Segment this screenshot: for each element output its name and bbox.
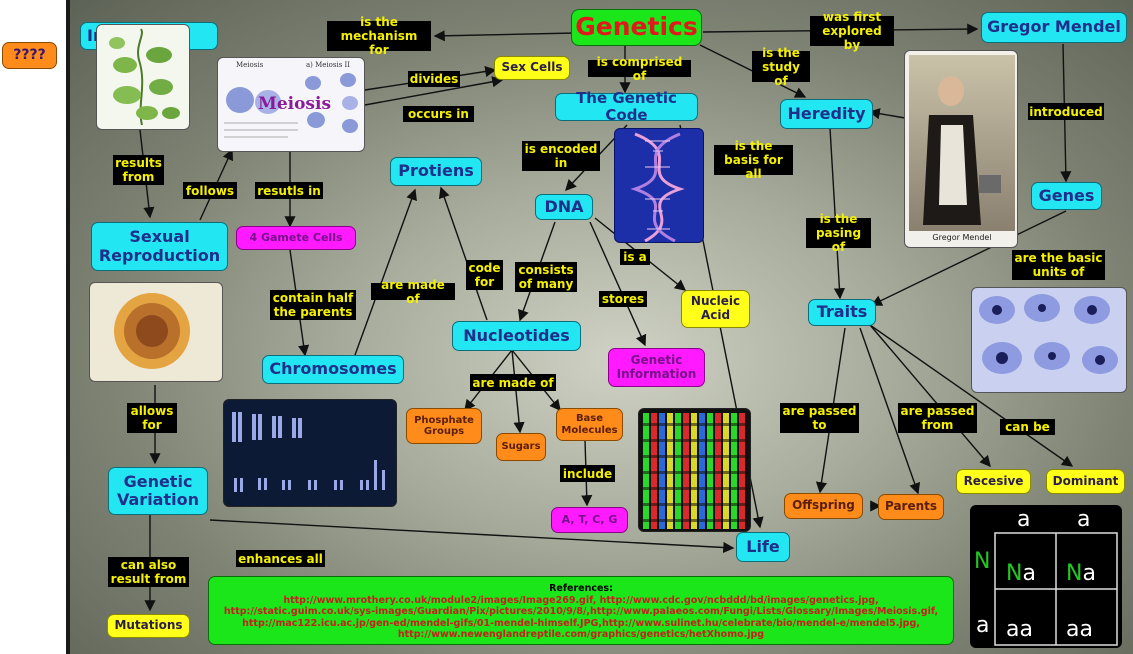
link-basic-units-of: are the basic units of: [1012, 250, 1105, 280]
node-phosphate-groups[interactable]: Phosphate Groups: [406, 408, 482, 444]
dna-sequence-gel-image: [638, 408, 751, 532]
node-traits[interactable]: Traits: [808, 299, 876, 326]
mendel-portrait-image: Gregor Mendel: [904, 50, 1018, 248]
fertilized-cell-image: [89, 282, 223, 382]
karyotype-image: [223, 399, 397, 507]
meiosis-caption-2: a) Meiosis II: [306, 61, 351, 69]
node-atcg[interactable]: A, T, C, G: [551, 507, 628, 533]
node-gamete-cells[interactable]: 4 Gamete Cells: [236, 226, 356, 250]
mendel-caption: Gregor Mendel: [932, 233, 992, 242]
link-results-from: results from: [113, 155, 164, 185]
node-genes[interactable]: Genes: [1031, 182, 1102, 210]
link-pasing-of: is the pasing of: [806, 212, 871, 254]
punnett-cell: aa: [1066, 617, 1093, 642]
punnett-side-allele: N: [974, 549, 991, 574]
punnett-top-allele: a: [1017, 507, 1031, 532]
link-include: include: [560, 465, 615, 482]
reference-line: http://www.mrothery.co.uk/module2/images…: [283, 594, 879, 606]
link-divides: divides: [408, 71, 460, 87]
node-life[interactable]: Life: [736, 532, 790, 562]
link-occurs-in: occurs in: [403, 106, 474, 122]
node-mutations[interactable]: Mutations: [107, 614, 190, 638]
node-base-molecules[interactable]: Base Molecules: [556, 408, 623, 441]
punnett-top-allele: a: [1077, 507, 1091, 532]
link-comprised-of: is comprised of: [588, 55, 691, 83]
link-results-in: resutls in: [255, 182, 323, 199]
link-first-explored-by: was first explored by: [810, 10, 894, 52]
link-introduced: introduced: [1028, 103, 1104, 120]
node-genetic-information[interactable]: Genetic Information: [608, 348, 705, 387]
background-border: [66, 0, 70, 654]
link-can-be: can be: [1000, 419, 1055, 435]
link-basis-for-all: is the basis for all: [714, 139, 793, 181]
node-dna[interactable]: DNA: [535, 194, 593, 220]
link-encoded-in: is encoded in: [522, 141, 600, 171]
node-heredity[interactable]: Heredity: [780, 99, 873, 129]
meiosis-caption-1: Meiosis: [236, 61, 264, 69]
node-sexual-reproduction[interactable]: Sexual Reproduction: [91, 222, 228, 271]
link-follows: follows: [183, 182, 237, 199]
punnett-square: a a N a Na Na aa aa: [970, 505, 1122, 648]
link-is-a: is a: [620, 249, 650, 265]
meiosis-image: Meiosis a) Meiosis II Meiosis: [217, 57, 365, 152]
node-genetic-variation[interactable]: Genetic Variation: [108, 467, 208, 515]
node-sugars[interactable]: Sugars: [496, 433, 546, 461]
node-recesive[interactable]: Recesive: [956, 469, 1031, 494]
link-contain-half: contain half the parents: [270, 290, 356, 320]
link-passed-to: are passed to: [780, 403, 859, 433]
link-consists-of-many: consists of many: [515, 262, 577, 292]
link-passed-from: are passed from: [898, 403, 977, 433]
corner-badge[interactable]: ????: [2, 42, 57, 69]
meiosis-title: Meiosis: [258, 94, 332, 114]
node-parents[interactable]: Parents: [878, 494, 944, 520]
references-title: References:: [549, 583, 613, 594]
node-offspring[interactable]: Offspring: [784, 493, 863, 519]
node-gregor-mendel[interactable]: Gregor Mendel: [981, 12, 1127, 43]
node-nucleotides[interactable]: Nucleotides: [452, 321, 581, 351]
link-study-of: is the study of: [752, 46, 810, 88]
pea-plant-image: [96, 24, 190, 130]
reference-line: http://static.guim.co.uk/sys-images/Guar…: [223, 606, 939, 617]
link-mechanism-for: is the mechanism for: [327, 15, 431, 57]
node-genetic-code[interactable]: The Genetic Code: [555, 89, 698, 124]
dna-helix-image: [614, 128, 704, 243]
link-allows-for: allows for: [127, 403, 177, 433]
link-code-for: code for: [466, 260, 503, 290]
node-dominant[interactable]: Dominant: [1046, 469, 1125, 494]
node-chromosomes[interactable]: Chromosomes: [262, 355, 404, 384]
punnett-cell: aa: [1006, 617, 1033, 642]
chromosome-micrograph-image: [971, 287, 1127, 393]
punnett-cell: Na: [1066, 561, 1096, 586]
reference-line: http://mac122.icu.ac.jp/gen-ed/mendel-gi…: [242, 617, 920, 629]
node-nucleic-acid[interactable]: Nucleic Acid: [681, 290, 750, 328]
node-genetics[interactable]: Genetics: [571, 9, 702, 46]
reference-line: http://www.newenglandreptile.com/graphic…: [397, 629, 765, 640]
link-can-also-result-from: can also result from: [108, 557, 189, 587]
punnett-side-allele: a: [976, 613, 990, 638]
node-protiens[interactable]: Protiens: [390, 157, 482, 186]
link-stores: stores: [599, 291, 647, 307]
punnett-cell: Na: [1006, 561, 1036, 586]
link-enhances-all: enhances all: [236, 550, 325, 567]
link-are-made-of-2: are made of: [470, 374, 556, 391]
link-are-made-of-1: are made of: [371, 278, 455, 306]
references-box: References: http://www.mrothery.co.uk/mo…: [208, 576, 954, 645]
node-sex-cells[interactable]: Sex Cells: [494, 56, 570, 80]
